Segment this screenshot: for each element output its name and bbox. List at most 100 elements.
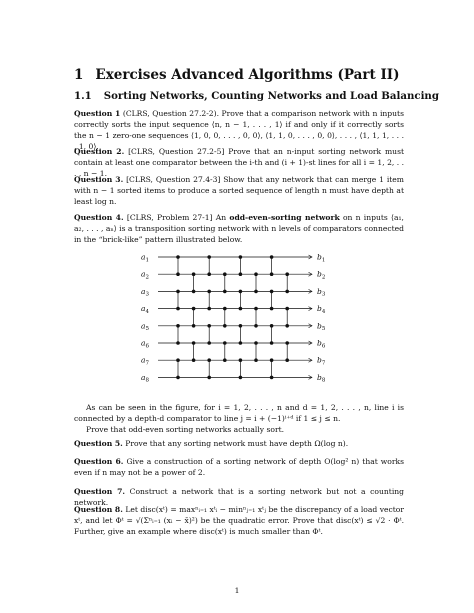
comparator-depth-5-lines-3-4 — [238, 289, 243, 311]
question-8: Question 8. Let disc(xᵗ) = maxⁿᵢ₌₁ xᵗᵢ −… — [74, 504, 404, 537]
comparator-dot — [223, 289, 227, 294]
comparator-dot — [254, 306, 258, 311]
comparator-depth-7-lines-3-4 — [269, 289, 274, 311]
comparator-dot — [207, 289, 211, 294]
input-label-a6: a6 — [141, 339, 149, 350]
comparator-dot — [269, 341, 274, 345]
question-1: Question 1 (CLRS, Question 27.2-2). Prov… — [74, 108, 404, 152]
comparator-depth-2-lines-2-3 — [191, 272, 196, 294]
prove-sort-text: Prove that odd-even sorting networks act… — [86, 425, 285, 434]
comparator-dot — [285, 272, 289, 276]
comparator-depth-6-lines-2-3 — [254, 272, 258, 294]
subsection-number: 1.1 — [74, 90, 92, 102]
wire-arrowhead-6 — [308, 340, 313, 346]
comparator-dot — [207, 341, 211, 345]
comparator-depth-6-lines-4-5 — [254, 306, 258, 328]
comparator-dot — [191, 289, 196, 294]
comparator-dot — [176, 272, 180, 276]
comparator-dot — [269, 324, 274, 328]
wire-arrowhead-7 — [308, 357, 313, 363]
comparator-dot — [269, 255, 274, 259]
section-number: 1 — [74, 67, 84, 83]
comparator-dot — [269, 289, 274, 294]
question-text: [CLRS, Question 27.2-5] Prove that an n-… — [74, 147, 405, 178]
comparator-depth-1-lines-7-8 — [176, 358, 180, 380]
comparator-depth-7-lines-7-8 — [269, 358, 274, 380]
comparator-dot — [238, 358, 243, 362]
comparator-dot — [285, 289, 289, 294]
input-label-a7: a7 — [141, 356, 149, 367]
comparator-depth-8-lines-4-5 — [285, 306, 289, 328]
comparator-dot — [238, 306, 243, 311]
wire-arrowhead-4 — [308, 306, 313, 311]
question-text: Give a construction of a sorting network… — [74, 457, 405, 477]
comparator-depth-6-lines-6-7 — [254, 341, 258, 362]
question-6: Question 6. Give a construction of a sor… — [74, 456, 404, 478]
comparator-dot — [191, 358, 196, 362]
comparator-dot — [223, 341, 227, 345]
comparator-depth-7-lines-1-2 — [269, 255, 274, 276]
comparator-depth-8-lines-2-3 — [285, 272, 289, 294]
comparator-dot — [285, 358, 289, 362]
comparator-dot — [269, 272, 274, 276]
question-label: Question 6. — [74, 457, 124, 466]
input-label-a3: a3 — [141, 287, 149, 298]
input-label-a8: a8 — [141, 373, 149, 384]
comparator-depth-4-lines-6-7 — [223, 341, 227, 362]
comparator-dot — [207, 306, 211, 311]
comparator-dot — [191, 341, 196, 345]
comparator-depth-5-lines-7-8 — [238, 358, 243, 380]
output-label-b1: b1 — [317, 253, 325, 264]
output-label-b5: b5 — [317, 321, 326, 332]
comparator-depth-1-lines-3-4 — [176, 289, 180, 311]
comparator-dot — [191, 306, 196, 311]
page-number: 1 — [234, 586, 240, 595]
comparator-dot — [207, 375, 211, 380]
comparator-depth-5-lines-1-2 — [238, 255, 243, 276]
question-label: Question 2. — [74, 147, 125, 156]
comparator-depth-1-lines-5-6 — [176, 324, 180, 345]
question-2: Question 2. [CLRS, Question 27.2-5] Prov… — [74, 146, 404, 179]
comparator-dot — [207, 358, 211, 362]
comparator-depth-3-lines-1-2 — [207, 255, 211, 276]
comparator-depth-2-lines-6-7 — [191, 341, 196, 362]
comparator-depth-3-lines-3-4 — [207, 289, 211, 311]
output-label-b4: b4 — [317, 304, 326, 315]
connection-rule-text: As can be seen in the figure, for i = 1,… — [74, 403, 404, 423]
comparator-depth-7-lines-5-6 — [269, 324, 274, 345]
input-label-a1: a1 — [141, 253, 149, 264]
output-label-b3: b3 — [317, 287, 326, 298]
comparator-dot — [176, 289, 180, 294]
comparator-dot — [238, 375, 243, 380]
comparator-dot — [191, 324, 196, 328]
comparator-dot — [207, 255, 211, 259]
comparator-depth-8-lines-6-7 — [285, 341, 289, 362]
comparator-dot — [254, 341, 258, 345]
question-label: Question 7. — [74, 487, 126, 496]
output-label-b7: b7 — [317, 356, 326, 367]
comparator-dot — [176, 324, 180, 328]
question-label: Question 1 — [74, 109, 121, 118]
question-label: Question 4. — [74, 213, 124, 222]
output-label-b2: b2 — [317, 270, 325, 281]
odd-even-sorting-network-term: odd-even-sorting network — [229, 213, 340, 222]
comparator-dot — [176, 255, 180, 259]
comparator-dot — [238, 324, 243, 328]
question-text: Construct a network that is a sorting ne… — [74, 487, 405, 507]
comparator-dot — [254, 324, 258, 328]
question-text-after: on n inputs ⟨a₁, a₂, . . . , aₙ⟩ is a tr… — [74, 213, 404, 244]
output-label-b8: b8 — [317, 373, 326, 384]
comparator-dot — [207, 272, 211, 276]
comparator-dot — [238, 289, 243, 294]
comparator-dot — [238, 272, 243, 276]
comparator-dot — [176, 375, 180, 380]
question-4: Question 4. [CLRS, Problem 27-1] An odd-… — [74, 212, 404, 245]
question-text: Prove that any sorting network must have… — [125, 439, 349, 448]
comparator-depth-5-lines-5-6 — [238, 324, 243, 345]
wire-arrowhead-5 — [308, 323, 313, 329]
comparator-dot — [254, 272, 258, 276]
comparator-depth-4-lines-2-3 — [223, 272, 227, 294]
